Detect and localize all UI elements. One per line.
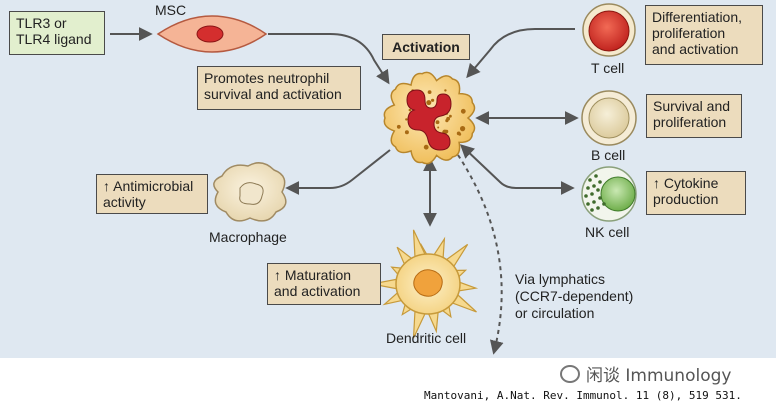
- nk-granule: [592, 200, 596, 204]
- tlr-ligand-box: TLR3 or TLR4 ligand: [9, 11, 105, 55]
- nk-cell: [581, 166, 637, 222]
- granule: [449, 114, 452, 118]
- nkcell-label: NK cell: [585, 224, 630, 240]
- granule: [460, 108, 466, 114]
- granule: [437, 126, 440, 129]
- granule: [458, 132, 462, 136]
- b-cell: [581, 90, 637, 146]
- neutrophil-cell: [383, 71, 476, 165]
- nk-granule: [590, 208, 594, 212]
- granule: [423, 144, 429, 150]
- arrow-migration: [457, 154, 504, 355]
- granule: [460, 126, 466, 132]
- granule: [405, 118, 408, 121]
- watermark: 闲谈 Immunology: [560, 361, 731, 386]
- granule: [408, 108, 412, 112]
- nk-granule: [598, 196, 602, 200]
- nk-granule: [598, 180, 602, 184]
- granule: [435, 120, 440, 125]
- tcell-label: T cell: [591, 60, 625, 76]
- arrow-tcell-neutrophil: [466, 28, 575, 79]
- nk-granule: [594, 174, 598, 178]
- msc-cell: [156, 15, 268, 53]
- granule: [444, 129, 449, 134]
- nk-granule: [596, 206, 600, 210]
- bcell-label: B cell: [591, 147, 626, 163]
- nk-granule: [596, 188, 600, 192]
- msc-label: MSC: [155, 2, 187, 18]
- nk-granule: [584, 194, 588, 198]
- arrow-neutrophil-to-nk: [459, 144, 575, 195]
- macrophage-label: Macrophage: [209, 229, 287, 245]
- arrow-msc-to-neutrophil: [268, 33, 390, 85]
- t-cell: [582, 3, 636, 57]
- nkcell-effect-box: ↑ Cytokine production: [646, 171, 746, 215]
- watermark-logo-icon: [560, 365, 580, 383]
- granule: [396, 124, 401, 129]
- nk-granule: [602, 202, 606, 206]
- dendritic-label: Dendritic cell: [386, 330, 467, 346]
- tcell-effect-box: Differentiation, proliferation and activ…: [645, 5, 763, 65]
- bcell-effect-box: Survival and proliferation: [646, 94, 742, 138]
- arrow-neutrophil-to-macrophage: [285, 149, 391, 195]
- migration-label: Via lymphatics (CCR7-dependent) or circu…: [515, 271, 634, 321]
- granule: [446, 116, 450, 121]
- nk-granule: [590, 192, 594, 196]
- macrophage-cell: [213, 162, 287, 222]
- granule: [404, 130, 409, 135]
- nk-granule: [588, 178, 592, 182]
- nk-granule: [586, 202, 590, 206]
- nk-granule: [586, 186, 590, 190]
- neutrophil-effect-box: Promotes neutrophil survival and activat…: [197, 66, 361, 110]
- citation: Mantovani, A.Nat. Rev. Immunol. 11 (8), …: [424, 389, 742, 402]
- dendritic-effect-box: ↑ Maturation and activation: [267, 263, 381, 305]
- granule: [444, 89, 447, 92]
- granule: [431, 98, 435, 102]
- granule: [427, 90, 432, 94]
- nk-granule: [592, 184, 596, 188]
- macrophage-effect-box: ↑ Antimicrobial activity: [96, 174, 208, 214]
- granule: [426, 100, 432, 106]
- activation-box: Activation: [382, 34, 470, 60]
- dendritic-cell: [371, 229, 479, 339]
- arrows: [110, 27, 579, 355]
